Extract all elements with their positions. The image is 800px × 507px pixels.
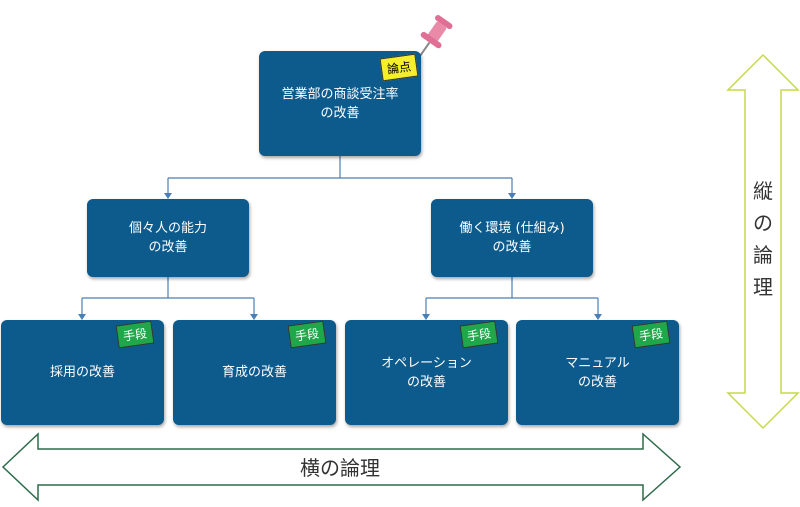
horizontal-logic-label: 横の論理 bbox=[300, 456, 380, 480]
arrowhead-saiyo bbox=[78, 314, 86, 320]
node-individual-ability: 個々人の能力 の改善 bbox=[87, 199, 249, 277]
horizontal-logic-arrow bbox=[1, 432, 682, 502]
root-node-text: 営業部の商談受注率 の改善 bbox=[281, 86, 399, 121]
node-manual-text: マニュアル の改善 bbox=[565, 355, 630, 390]
node-operation-text: オペレーション の改善 bbox=[381, 355, 472, 390]
node-individual-ability-text: 個々人の能力 の改善 bbox=[128, 221, 207, 255]
arrowhead-operation bbox=[422, 314, 430, 320]
arrowhead-manual bbox=[594, 314, 602, 320]
node-recruiting-text: 採用の改善 bbox=[49, 365, 115, 380]
node-training-text: 育成の改善 bbox=[221, 365, 287, 380]
arrowhead-ikusei bbox=[250, 314, 258, 320]
arrowhead-right bbox=[508, 193, 516, 199]
node-work-environment-text: 働く環境 (仕組み) の改善 bbox=[459, 221, 565, 255]
node-work-environment: 働く環境 (仕組み) の改善 bbox=[431, 199, 593, 277]
arrowhead-left bbox=[164, 193, 172, 199]
vertical-logic-arrow bbox=[726, 53, 800, 430]
vertical-logic-label: 縦 の 論 理 bbox=[753, 179, 773, 299]
